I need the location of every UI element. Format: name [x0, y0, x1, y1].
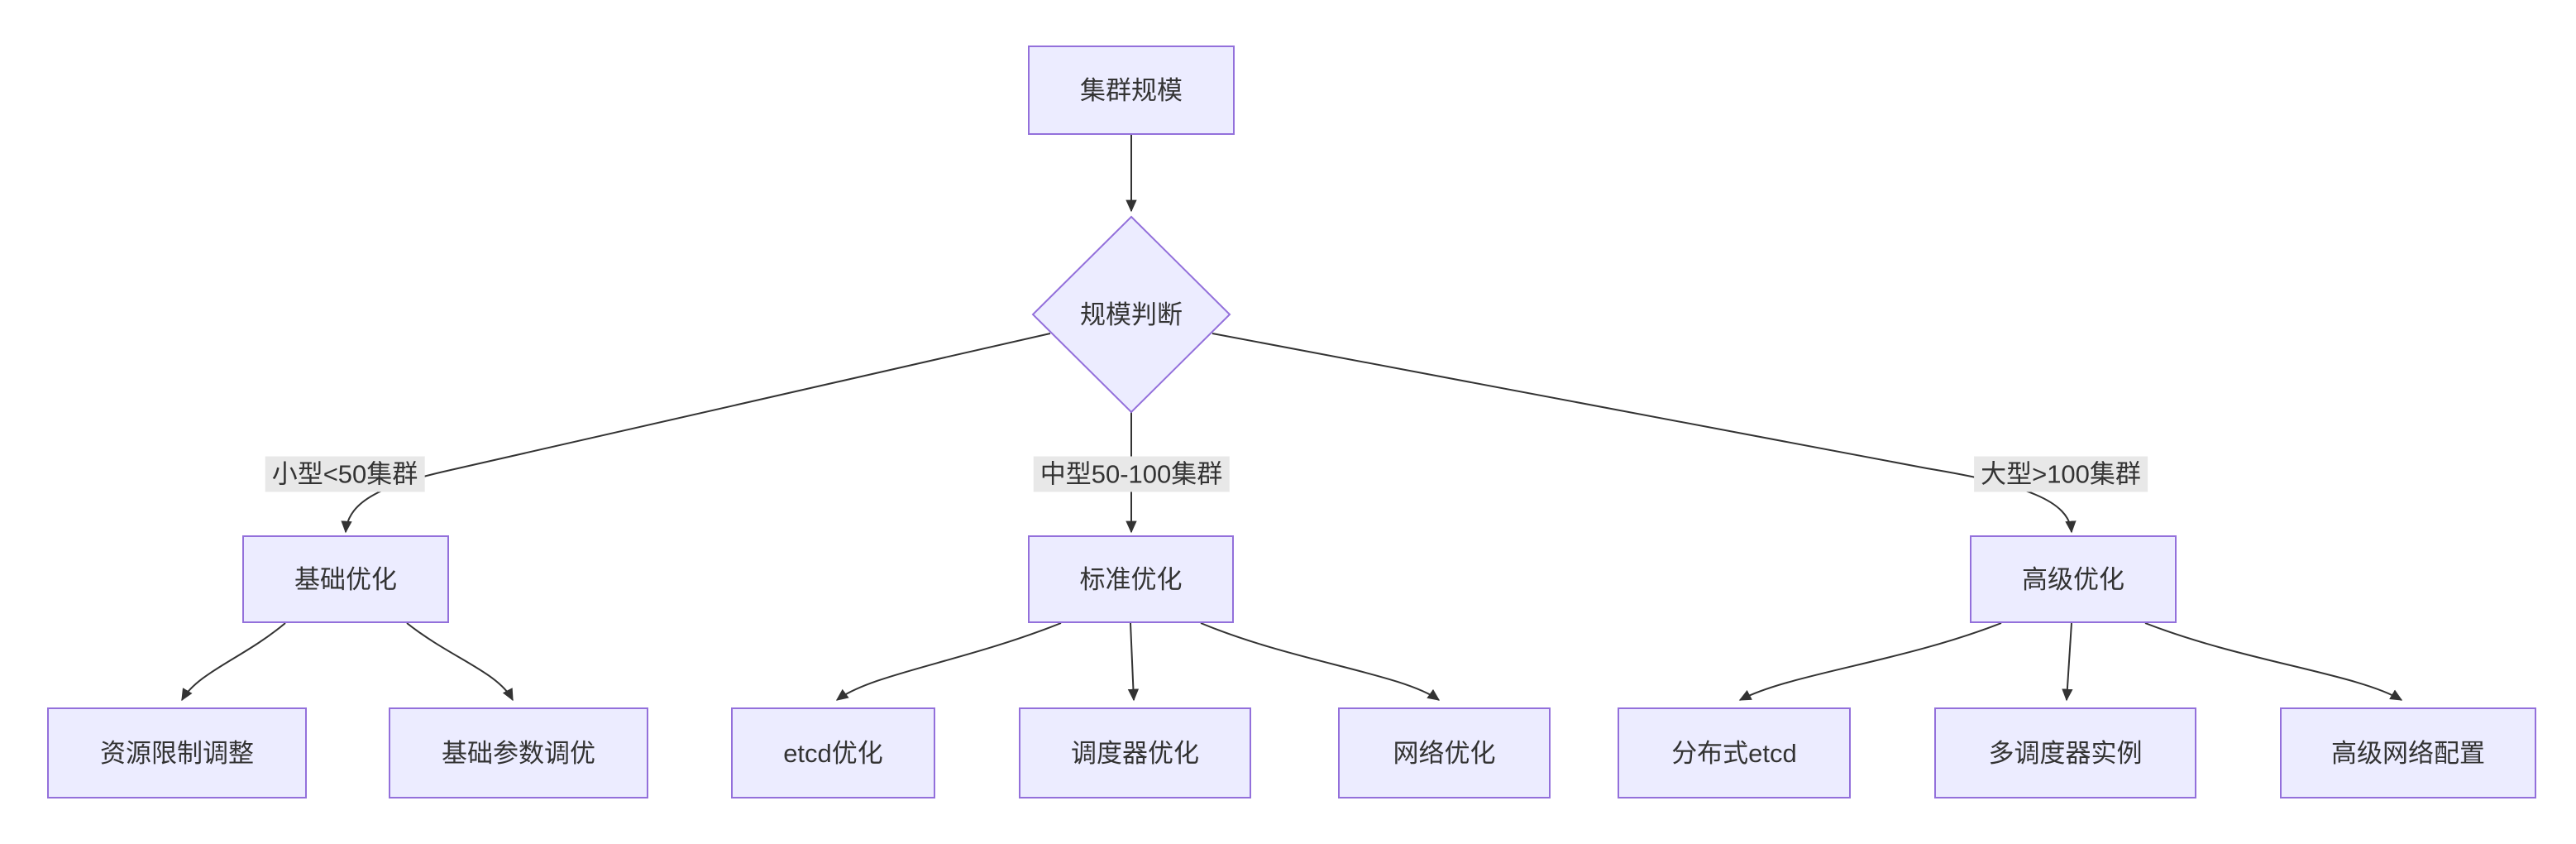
edge-basic-to-basic-params — [406, 622, 514, 702]
edge-standard-to-network-opt — [1200, 622, 1441, 701]
edge-standard-to-scheduler-opt — [1127, 622, 1140, 702]
node-basic: 基础优化 — [242, 535, 449, 623]
node-basic-params: 基础参数调优 — [389, 707, 648, 798]
node-resource-limit: 资源限制调整 — [47, 707, 307, 798]
node-scheduler-opt: 调度器优化 — [1019, 707, 1251, 798]
edge-decision-to-advanced — [1212, 333, 2077, 534]
edge-decision-to-basic — [341, 333, 1051, 534]
decision-diamond-shape — [1031, 215, 1231, 414]
node-standard: 标准优化 — [1028, 535, 1234, 623]
edge-label-small-cluster: 小型<50集群 — [265, 456, 425, 492]
node-advanced: 高级优化 — [1970, 535, 2177, 623]
node-decision-label: 规模判断 — [1080, 300, 1183, 329]
edge-label-large-cluster: 大型>100集群 — [1974, 456, 2148, 492]
edge-advanced-to-dist-etcd — [1738, 622, 2002, 701]
node-dist-etcd: 分布式etcd — [1618, 707, 1851, 798]
node-adv-network: 高级网络配置 — [2280, 707, 2536, 798]
node-multi-scheduler: 多调度器实例 — [1934, 707, 2196, 798]
edge-basic-to-resource-limit — [181, 622, 286, 702]
node-etcd-opt: etcd优化 — [731, 707, 935, 798]
node-root: 集群规模 — [1028, 46, 1235, 135]
edge-label-medium-cluster: 中型50-100集群 — [1033, 456, 1230, 492]
edge-advanced-to-adv-network — [2144, 622, 2403, 701]
node-network-opt: 网络优化 — [1338, 707, 1551, 798]
edge-standard-to-etcd-opt — [835, 622, 1062, 701]
edge-advanced-to-multi-scheduler — [2062, 622, 2073, 702]
